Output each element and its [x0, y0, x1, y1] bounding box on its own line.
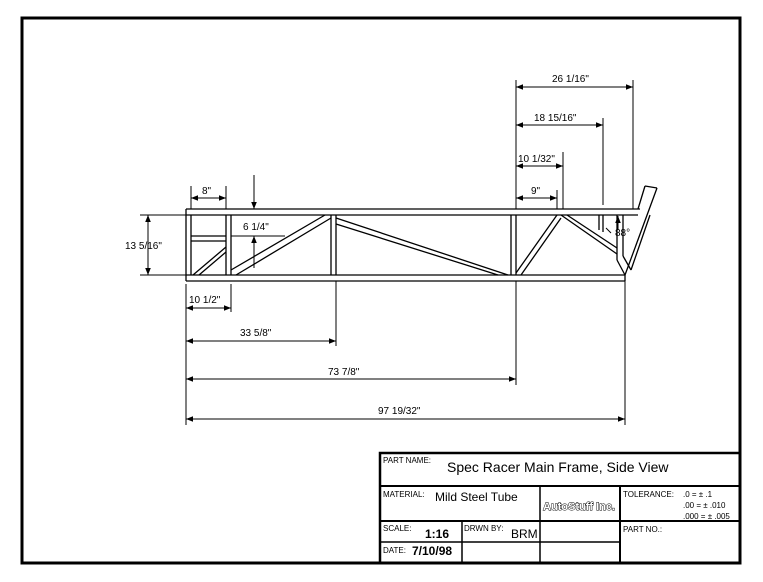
dim-88-deg: 88° — [615, 228, 630, 239]
frame-side-view — [185, 185, 658, 282]
part-no-label: PART NO.: — [623, 525, 662, 534]
tolerance-label: TOLERANCE: — [623, 490, 674, 499]
drawn-by-label: DRWN BY: — [464, 524, 503, 533]
dim-8: 8" — [202, 186, 212, 197]
dim-97-19-32: 97 19/32" — [378, 406, 421, 417]
dim-33-5-8: 33 5/8" — [240, 328, 272, 339]
tolerance-3: .000 = ± .005 — [683, 512, 730, 521]
company-logo: AutoStuff Inc. — [543, 501, 615, 513]
dim-6-1-4: 6 1/4" — [243, 222, 269, 233]
dim-10-1-2: 10 1/2" — [189, 295, 221, 306]
dim-18: 18 15/16" — [534, 113, 577, 124]
part-name-label: PART NAME: — [383, 456, 431, 465]
dim-9: 9" — [531, 186, 541, 197]
title-block — [378, 451, 742, 565]
dim-10-1-32: 10 1/32" — [518, 154, 555, 165]
tolerance-2: .00 = ± .010 — [683, 501, 726, 510]
material-label: MATERIAL: — [383, 490, 425, 499]
part-name: Spec Racer Main Frame, Side View — [447, 459, 669, 475]
scale-label: SCALE: — [383, 524, 411, 533]
scale-value: 1:16 — [425, 527, 449, 541]
date-value: 7/10/98 — [412, 544, 452, 558]
dim-73-7-8: 73 7/8" — [328, 367, 360, 378]
drawn-by-value: BRM — [511, 527, 538, 541]
material-value: Mild Steel Tube — [435, 490, 518, 504]
tolerance-1: .0 = ± .1 — [683, 490, 713, 499]
dim-26: 26 1/16" — [552, 74, 589, 85]
dim-13-5-16: 13 5/16" — [125, 241, 162, 252]
date-label: DATE: — [383, 546, 406, 555]
